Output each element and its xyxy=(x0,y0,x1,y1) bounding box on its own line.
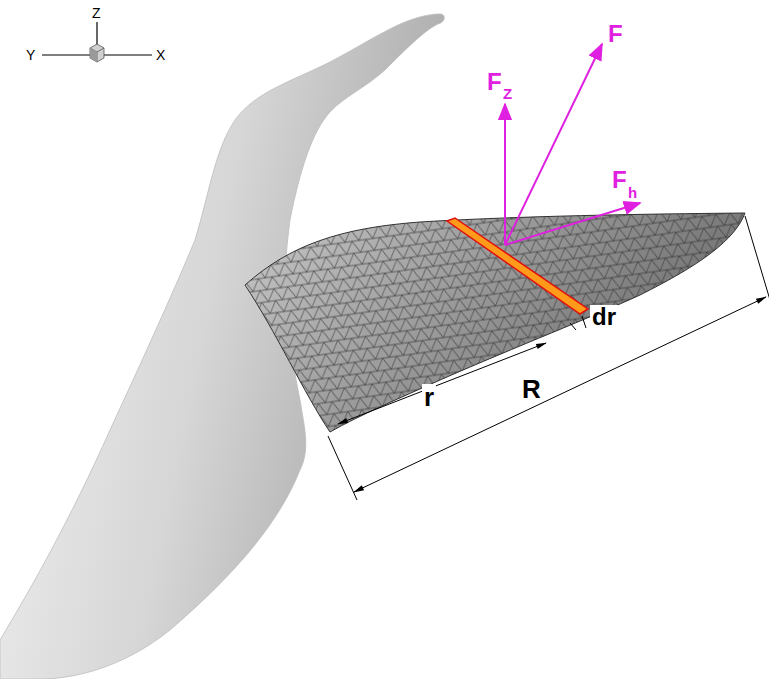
dimension-lines xyxy=(328,216,769,500)
axis-triad xyxy=(42,22,152,62)
blade-element-strip xyxy=(447,218,588,314)
force-vectors xyxy=(505,44,640,245)
dimension-label: dr xyxy=(590,305,618,329)
axis-label: Z xyxy=(92,6,101,20)
wing-mesh xyxy=(200,180,769,480)
force-label: F xyxy=(487,70,502,94)
axis-label: X xyxy=(156,48,165,62)
force-subscript: h xyxy=(628,185,637,200)
force-label: F xyxy=(612,168,627,192)
force-label: F xyxy=(608,22,623,46)
dimension-label: R xyxy=(520,376,543,402)
force-subscript: Z xyxy=(503,86,512,101)
axis-label: Y xyxy=(26,48,35,62)
dimension-label: r xyxy=(422,384,436,410)
